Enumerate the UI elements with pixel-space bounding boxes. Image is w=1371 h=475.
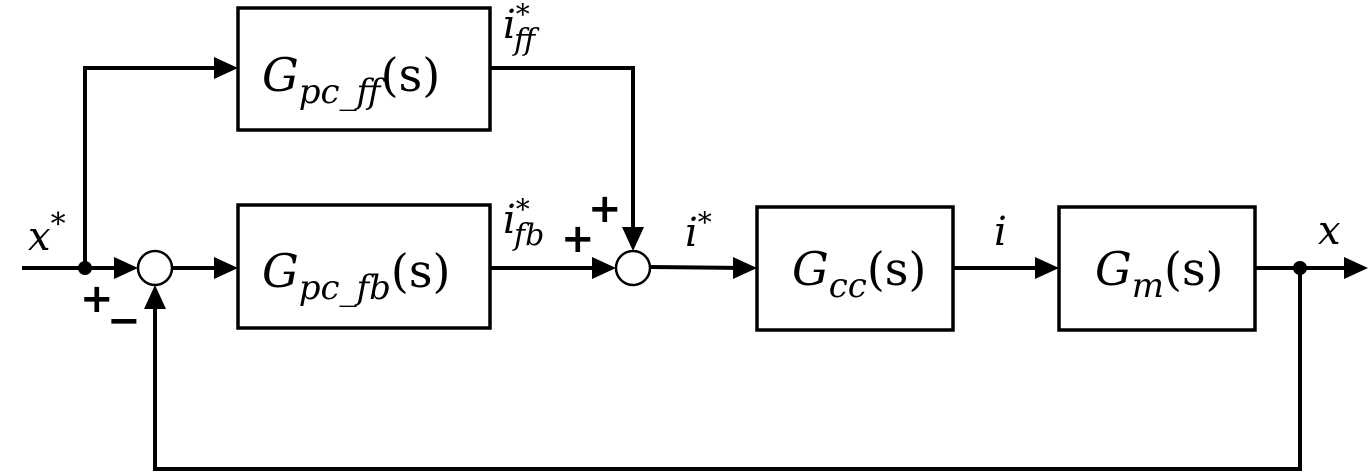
sign-sum1-feedback: − — [107, 298, 141, 344]
summing-junction-feedback — [136, 249, 174, 287]
arrowhead-sum1-input — [114, 257, 138, 279]
signal-i-ff-sub: ff — [512, 23, 540, 58]
arrowhead-m-block — [1035, 257, 1059, 279]
block-pc-ff — [236, 6, 492, 132]
input-branch-dot — [78, 261, 92, 275]
summing-junction-current-ref — [614, 249, 652, 287]
feedback-line — [153, 268, 1302, 471]
signal-x-ref: x* — [28, 207, 66, 260]
sign-sum1-ref: + — [80, 276, 114, 322]
signal-i-ref: i* — [685, 206, 712, 256]
label-gpc-fb: Gpc_fb(s) — [262, 244, 450, 308]
arrowhead-fb-block — [214, 257, 238, 279]
signal-i: i — [994, 209, 1007, 255]
arrowhead-sum1-bottom — [144, 285, 166, 309]
signal-i-fb-sub: fb — [512, 218, 544, 253]
block-cc — [755, 205, 955, 332]
sum2-to-cc-line — [649, 265, 747, 270]
arrowhead-output — [1344, 257, 1368, 279]
ff-output-line — [490, 66, 635, 240]
feedforward-branch-line — [83, 66, 228, 268]
signal-i-ff-ref: i* — [503, 0, 530, 48]
signal-i-fb-ref: i* — [503, 193, 530, 243]
label-gm: Gm(s) — [1095, 242, 1224, 306]
block-m — [1057, 205, 1257, 332]
sign-sum2-fb: + — [561, 216, 595, 262]
sign-sum2-ff: + — [588, 186, 622, 232]
label-gpc-ff: Gpc_ff(s) — [262, 48, 440, 112]
signal-x: x — [1318, 208, 1341, 254]
output-branch-dot — [1293, 261, 1307, 275]
arrowhead-cc-block — [733, 257, 757, 279]
arrowhead-sum2-top — [622, 227, 644, 251]
arrowhead-sum2-left — [592, 257, 616, 279]
label-gcc: Gcc(s) — [792, 242, 926, 306]
block-pc-fb — [236, 203, 492, 330]
arrowhead-ff-block — [214, 57, 238, 79]
